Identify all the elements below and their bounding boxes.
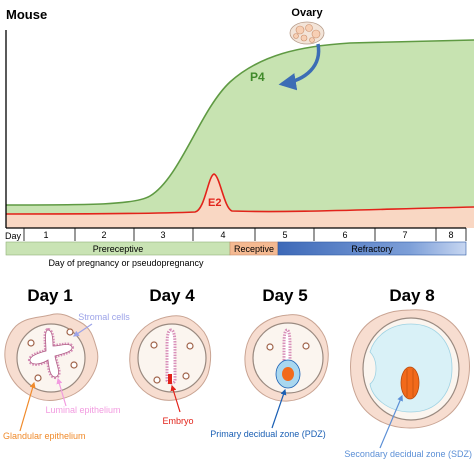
hormone-panel: Mouse P4 E2 Ovary Day 1 (5, 7, 474, 268)
stromal-arrow (73, 323, 93, 337)
uterus-day4 (129, 315, 212, 401)
day-tick-label: 8 (448, 230, 453, 240)
day-tick-label: 5 (282, 230, 287, 240)
embryo-arrow (170, 384, 181, 413)
p4-area (6, 40, 474, 228)
day-title-8: Day 8 (389, 286, 434, 305)
e2-label: E2 (208, 197, 221, 209)
gland (70, 361, 78, 369)
gland (150, 341, 158, 349)
day-tick-label: 6 (342, 230, 347, 240)
phase-refractory (277, 241, 467, 256)
uterus-day1 (4, 313, 99, 401)
uterus-day8 (350, 309, 470, 429)
luminal-epithelium-label: Luminal epithelium (45, 405, 120, 415)
gland (186, 342, 194, 350)
p4-label: P4 (250, 70, 265, 84)
glandular-epithelium-label: Glandular epithelium (3, 431, 86, 441)
sdz-arrow (379, 394, 403, 449)
embryo-label: Embryo (162, 416, 193, 426)
e2-area (6, 174, 474, 228)
pdz-arrow (271, 388, 287, 429)
glandular-arrow (19, 381, 36, 432)
phase-label-prereceptive: Prereceptive (93, 244, 144, 254)
day-title-4: Day 4 (149, 286, 195, 305)
phase-bar: Prereceptive Receptive Refractory (5, 241, 467, 256)
day-title-1: Day 1 (27, 286, 72, 305)
uterus-panel: Day 1 Day 4 Day 5 Day 8 (3, 286, 472, 459)
uterus-day5 (244, 314, 329, 402)
day-title-5: Day 5 (262, 286, 307, 305)
day-tick-label: 2 (101, 230, 106, 240)
axis-caption: Day of pregnancy or pseudopregnancy (48, 258, 204, 268)
ovary-label: Ovary (291, 7, 323, 19)
day-axis-label: Day (5, 231, 22, 241)
gland (153, 376, 161, 384)
p4-curve (5, 39, 474, 206)
species-label: Mouse (6, 7, 47, 22)
embryo-day8 (400, 366, 420, 400)
stromal-cells-label: Stromal cells (78, 312, 130, 322)
gland (182, 372, 190, 380)
e2-curve (5, 173, 474, 215)
embryo-day5 (282, 367, 294, 381)
luminal-arrow (56, 377, 67, 407)
phase-label-refractory: Refractory (351, 244, 393, 254)
ovary-illustration (289, 21, 325, 45)
day-tick-label: 7 (402, 230, 407, 240)
pdz-label: Primary decidual zone (PDZ) (210, 429, 326, 439)
phase-label-receptive: Receptive (234, 244, 274, 254)
gland (34, 374, 42, 382)
day-ticks: 1 2 3 4 5 6 7 8 (23, 228, 467, 241)
day-tick-label: 4 (220, 230, 225, 240)
gland (27, 339, 35, 347)
p4-release-arrow (278, 43, 321, 91)
sdz-label: Secondary decidual zone (SDZ) (344, 449, 472, 459)
embryo-day4 (168, 374, 172, 384)
gland (266, 343, 274, 351)
day-tick-label: 3 (160, 230, 165, 240)
gland (302, 342, 310, 350)
day-tick-label: 1 (43, 230, 48, 240)
gland (66, 328, 74, 336)
